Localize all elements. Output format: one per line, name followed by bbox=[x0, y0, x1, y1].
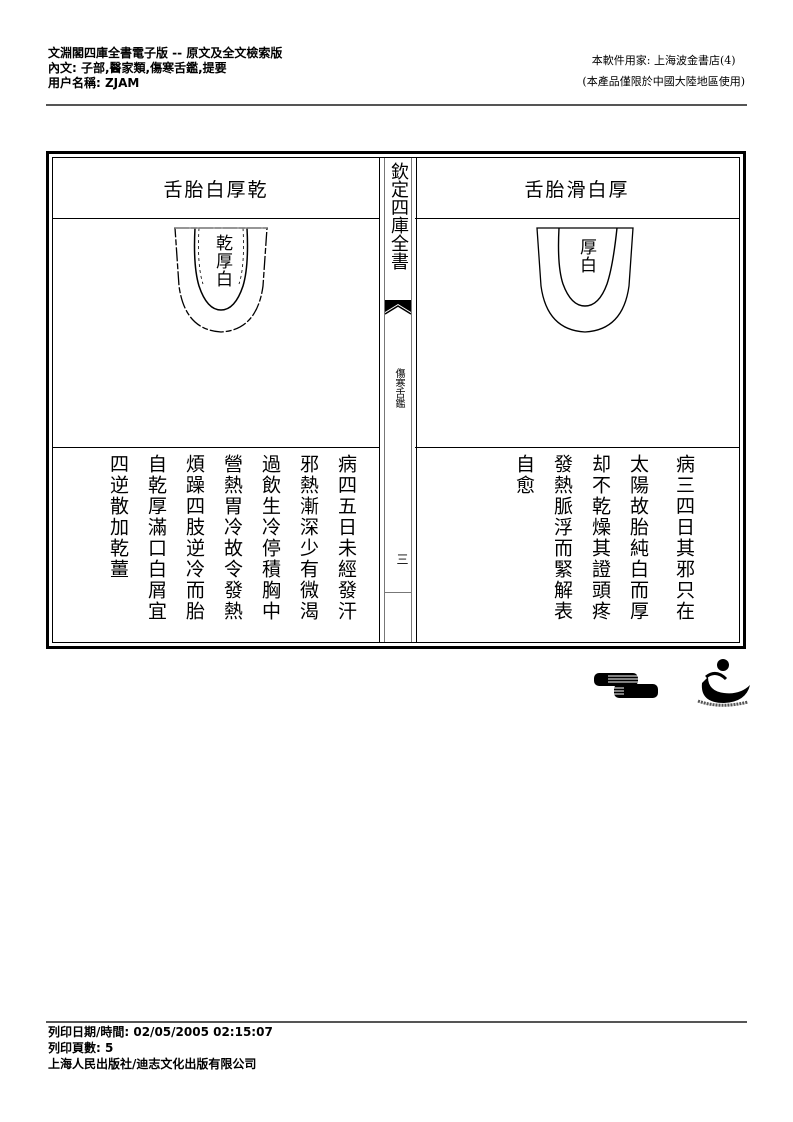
print-datetime: 列印日期/時間: 02/05/2005 02:15:07 bbox=[48, 1025, 273, 1039]
header-info: 文淵閣四庫全書電子版 -- 原文及全文檢索版 內文: 子部,醫家類,傷寒舌鑑,提… bbox=[48, 46, 282, 91]
text-column: 自愈 bbox=[513, 454, 535, 496]
header-content-path: 內文: 子部,醫家類,傷寒舌鑑,提要 bbox=[48, 61, 227, 75]
left-tongue-label: 乾厚白 bbox=[212, 234, 232, 288]
text-column: 病四五日未經發汗 bbox=[335, 454, 357, 622]
header-username: 用户名稱: ZJAM bbox=[48, 76, 140, 90]
publisher-logos-icon bbox=[594, 659, 750, 707]
tongue-outline-icon bbox=[536, 227, 634, 333]
spine-divider bbox=[385, 592, 411, 593]
text-column: 四逆散加乾薑 bbox=[107, 454, 129, 580]
text-column: 過飲生冷停積胸中 bbox=[259, 454, 281, 622]
right-text-columns: 病三四日其邪只在 太陽故胎純白而厚 却不乾燥其證頭疼 發熱脈浮而緊解表 自愈 bbox=[505, 454, 703, 640]
left-text-area: 病四五日未經發汗 邪熱漸深少有微渴 過飲生冷停積胸中 營熱胃冷故令發熱 煩躁四肢… bbox=[53, 447, 379, 642]
right-page: 舌胎滑白厚 厚白 病三四日其邪只在 太陽故胎純白而厚 却不乾燥其證頭疼 發熱脈浮… bbox=[415, 158, 739, 642]
text-column: 煩躁四肢逆冷而胎 bbox=[183, 454, 205, 622]
spine-book-name: 傷寒舌鑑 bbox=[393, 368, 404, 408]
fish-tail-icon bbox=[384, 300, 412, 315]
text-column: 邪熱漸深少有微渴 bbox=[297, 454, 319, 622]
publisher-logos bbox=[590, 655, 755, 710]
text-column: 太陽故胎純白而厚 bbox=[627, 454, 649, 622]
footer-info: 列印日期/時間: 02/05/2005 02:15:07 列印頁數: 5 上海人… bbox=[48, 1024, 273, 1072]
text-column: 發熱脈浮而緊解表 bbox=[551, 454, 573, 622]
book-page-frame: 舌胎白厚乾 乾厚白 病四五日未經發汗 邪熱漸深少有微渴 過飲生冷停積胸中 營熱胃… bbox=[46, 151, 746, 649]
header-divider bbox=[46, 104, 747, 106]
header-license: 本軟件用家: 上海波金書店(4) (本產品僅限於中國大陸地區使用) bbox=[582, 50, 745, 92]
tongue-outline-icon bbox=[174, 227, 268, 333]
left-text-columns: 病四五日未經發汗 邪熱漸深少有微渴 過飲生冷停積胸中 營熱胃冷故令發熱 煩躁四肢… bbox=[99, 454, 365, 640]
text-column: 營熱胃冷故令發熱 bbox=[221, 454, 243, 622]
book-page-inner-border: 舌胎白厚乾 乾厚白 病四五日未經發汗 邪熱漸深少有微渴 過飲生冷停積胸中 營熱胃… bbox=[52, 157, 740, 643]
fish-tail-mark-icon bbox=[384, 300, 412, 320]
right-text-area: 病三四日其邪只在 太陽故胎純白而厚 却不乾燥其證頭疼 發熱脈浮而緊解表 自愈 bbox=[415, 447, 739, 642]
stacked-books-logo-icon bbox=[594, 673, 658, 698]
header-region-notice: (本產品僅限於中國大陸地區使用) bbox=[582, 75, 745, 88]
publisher-credit: 上海人民出版社/迪志文化出版有限公司 bbox=[48, 1057, 257, 1071]
spine-page-number: 三 bbox=[395, 553, 409, 565]
left-figure-title: 舌胎白厚乾 bbox=[53, 158, 379, 219]
text-column: 却不乾燥其證頭疼 bbox=[589, 454, 611, 622]
header-product-title: 文淵閣四庫全書電子版 -- 原文及全文檢索版 bbox=[48, 46, 283, 60]
dizhi-swirl-logo-icon bbox=[697, 659, 750, 707]
print-page-count: 列印頁數: 5 bbox=[48, 1041, 114, 1055]
book-spine: 欽定四庫全書 傷寒舌鑑 三 bbox=[379, 158, 417, 642]
right-figure-title: 舌胎滑白厚 bbox=[415, 158, 739, 219]
text-column: 自乾厚滿口白屑宜 bbox=[145, 454, 167, 622]
footer-divider bbox=[46, 1021, 747, 1023]
right-tongue-label: 厚白 bbox=[576, 238, 596, 274]
header-licensee: 本軟件用家: 上海波金書店(4) bbox=[591, 54, 736, 67]
spine-inner-border: 欽定四庫全書 傷寒舌鑑 三 bbox=[384, 158, 412, 642]
text-column: 病三四日其邪只在 bbox=[673, 454, 695, 622]
left-tongue-diagram: 乾厚白 bbox=[171, 226, 271, 340]
left-page: 舌胎白厚乾 乾厚白 病四五日未經發汗 邪熱漸深少有微渴 過飲生冷停積胸中 營熱胃… bbox=[53, 158, 379, 642]
spine-collection-title: 欽定四庫全書 bbox=[388, 162, 409, 270]
right-tongue-diagram: 厚白 bbox=[535, 226, 635, 340]
